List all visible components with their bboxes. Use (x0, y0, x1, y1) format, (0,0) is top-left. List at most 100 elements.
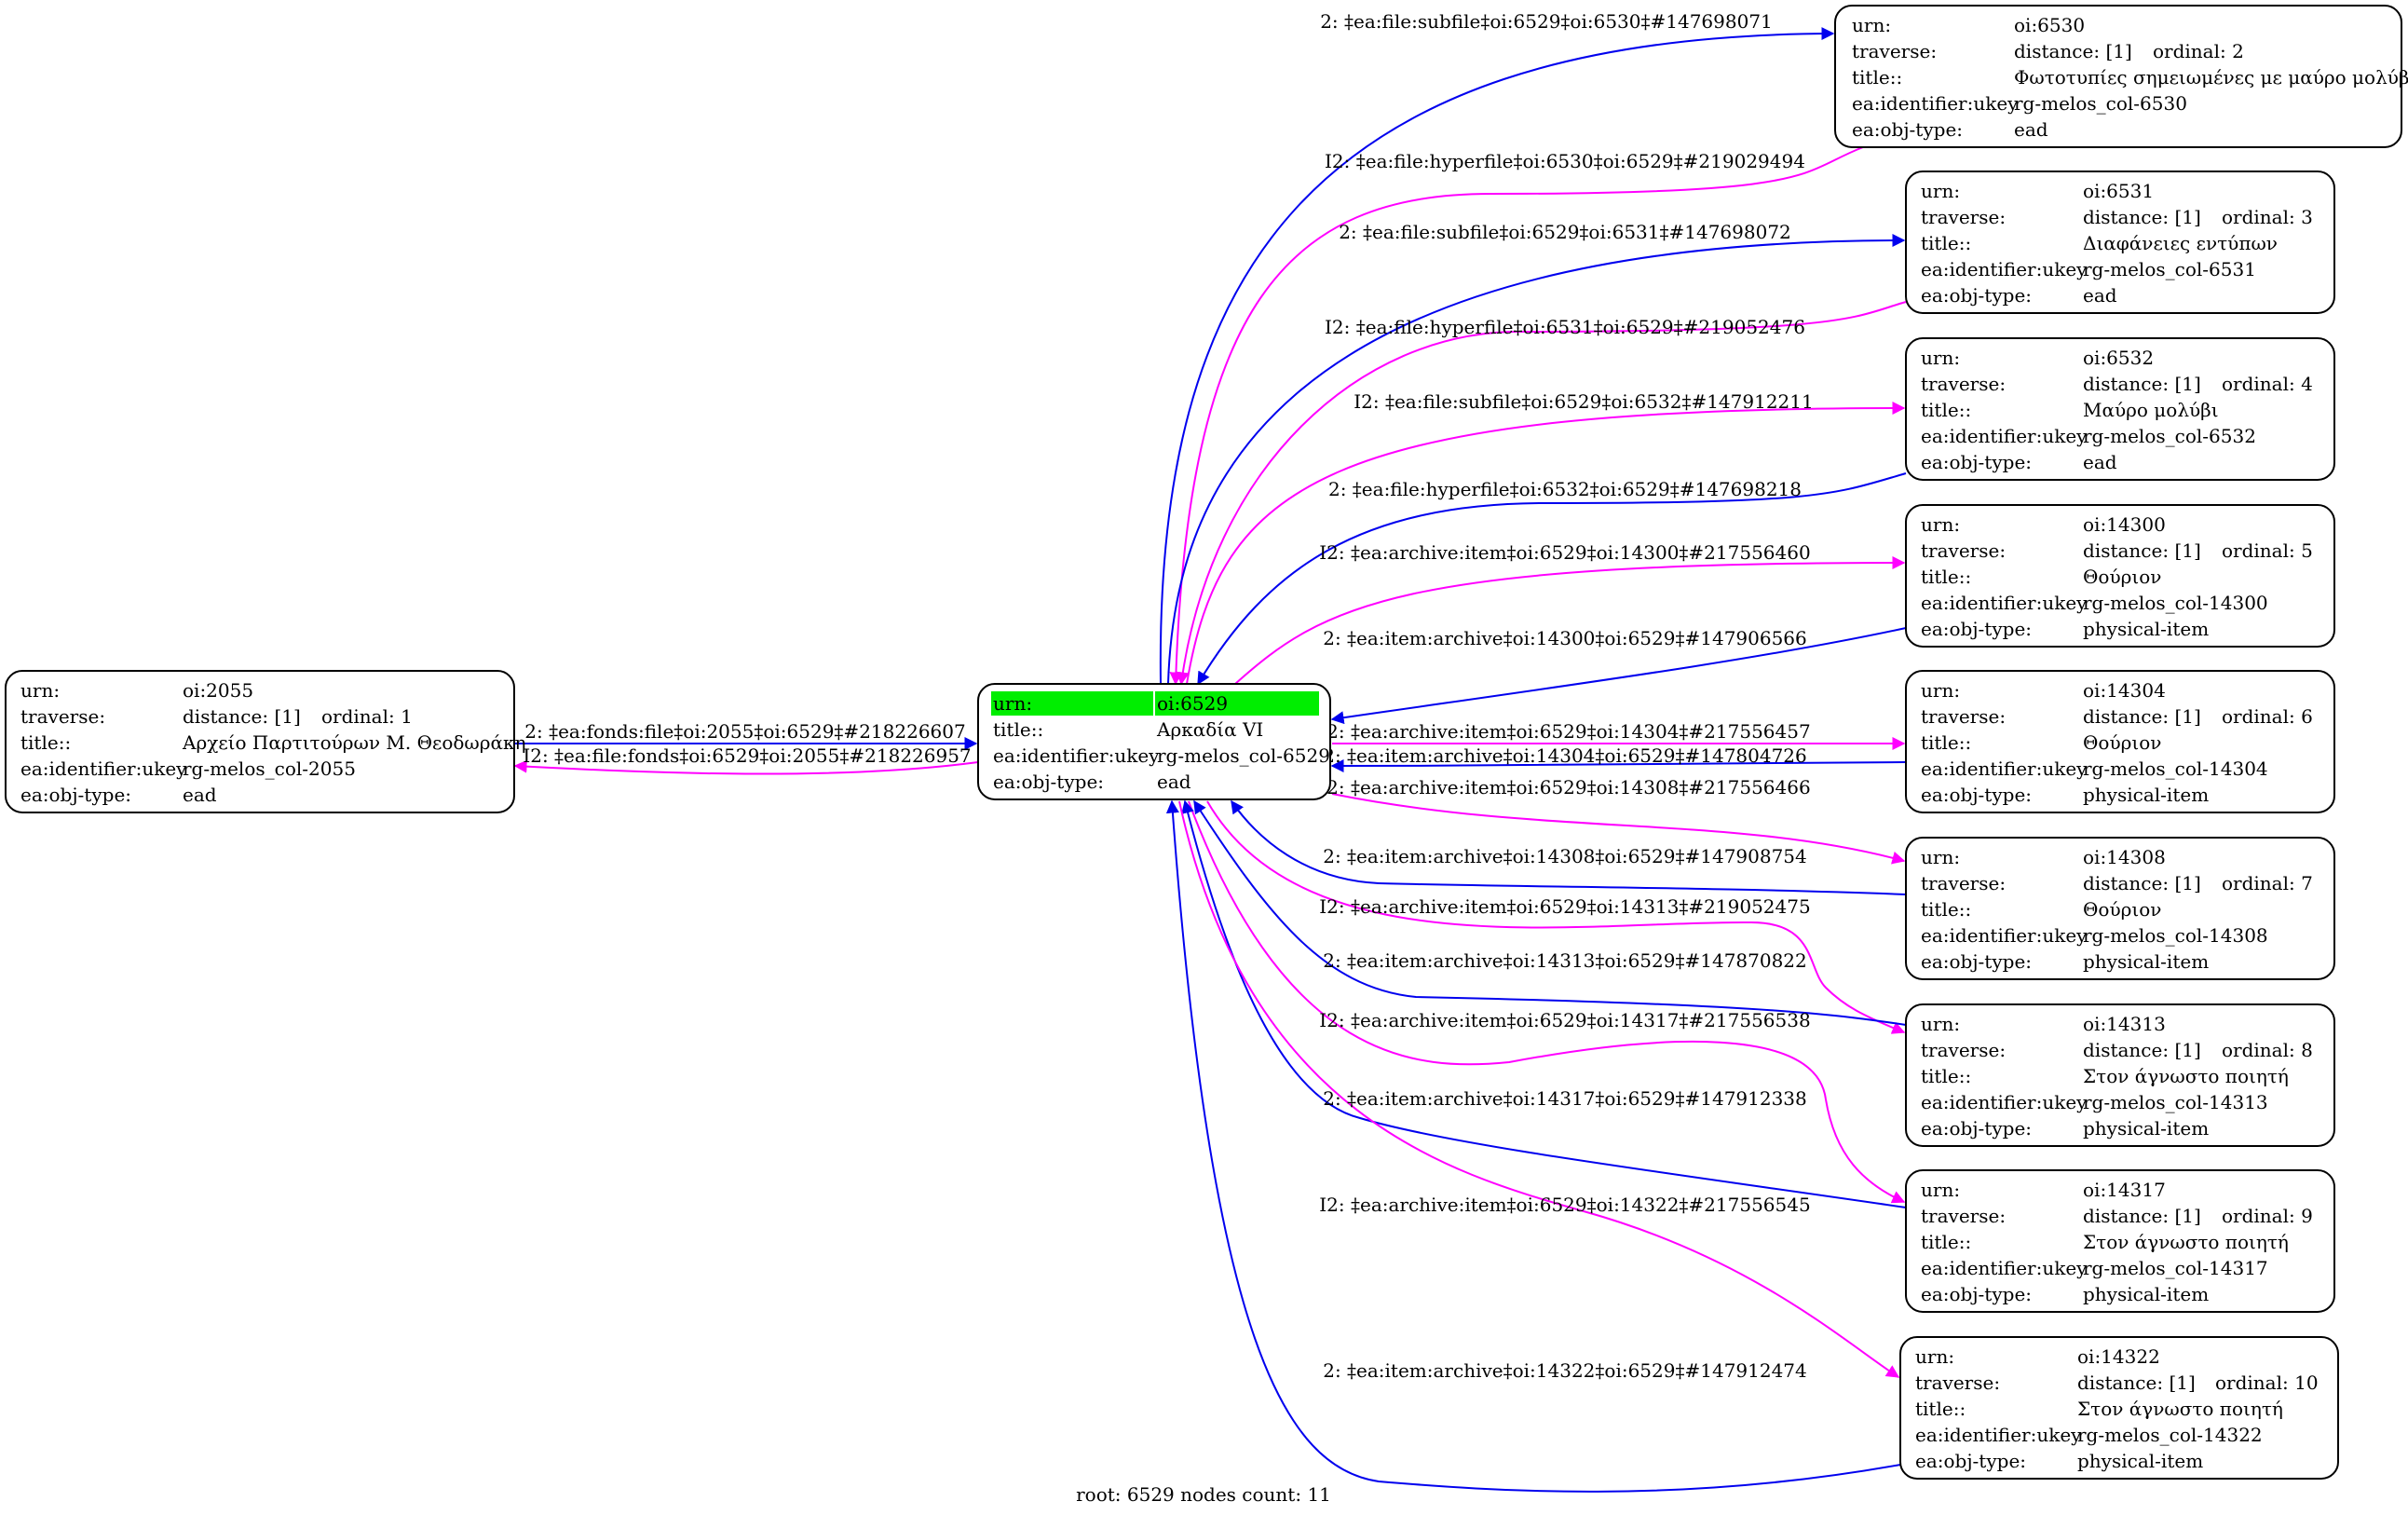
node-field-value: Θούριον (2083, 566, 2161, 588)
node-field-key: title:: (1921, 731, 1971, 754)
node-field-key: ea:obj-type: (20, 784, 131, 806)
edge-label: I2: ‡ea:file:hyperfile‡oi:6530‡oi:6529‡#… (1325, 150, 1805, 172)
node-field-key: title:: (1921, 566, 1971, 588)
node-field-ordinal: ordinal: 2 (2153, 40, 2244, 62)
node-field-value: rg-melos_col-6529 (1157, 744, 1330, 767)
node-box (1905, 171, 2335, 314)
node-field-key: ea:obj-type: (993, 771, 1104, 793)
node-field-value: ead (183, 784, 217, 806)
node-field-key: ea:identifier:ukey (1921, 758, 2088, 780)
edge-e3 (1159, 27, 1835, 685)
node-field-value: oi:2055 (183, 679, 253, 702)
node-field-key: ea:identifier:ukey (1852, 92, 2019, 115)
node-field-value: distance: [1] (2083, 1205, 2201, 1227)
edge-e17 (1188, 800, 1906, 1204)
node-field-key: urn: (1921, 180, 1960, 202)
node-field-key: urn: (1921, 513, 1960, 536)
node-field-key: ea:identifier:ukey (1921, 425, 2088, 447)
node-field-key: ea:obj-type: (1921, 784, 2032, 806)
edge-e10 (1330, 627, 1907, 725)
edge-e12 (1330, 758, 1907, 772)
node-box (1905, 1169, 2335, 1313)
node-field-ordinal: ordinal: 1 (321, 705, 413, 728)
edge-label: I2: ‡ea:file:hyperfile‡oi:6531‡oi:6529‡#… (1325, 316, 1805, 338)
node-box (1834, 5, 2402, 148)
edge-e6 (1176, 301, 1907, 686)
edge-label: 2: ‡ea:file:subfile‡oi:6529‡oi:6531‡#147… (1339, 221, 1791, 243)
node-field-key: ea:obj-type: (1852, 118, 1963, 141)
node-field-key: ea:obj-type: (1921, 451, 2032, 473)
node-field-key: title:: (20, 731, 71, 754)
node-field-value: oi:6530 (2014, 14, 2085, 36)
node-field-value: Αρχείο Παρτιτούρων Μ. Θεοδωράκη (182, 731, 525, 754)
node-field-value: rg-melos_col-14317 (2083, 1257, 2268, 1279)
edge-label: I2: ‡ea:archive:item‡oi:6529‡oi:14322‡#2… (1319, 1194, 1810, 1216)
edge-label: 2: ‡ea:item:archive‡oi:14300‡oi:6529‡#14… (1323, 627, 1807, 649)
node-field-value: distance: [1] (2014, 40, 2132, 62)
edge-e5 (1167, 234, 1906, 685)
node-field-key: ea:obj-type: (1921, 618, 2032, 640)
edges-layer (513, 27, 1907, 1493)
node-field-key: urn: (20, 679, 60, 702)
node-field-key: urn: (1921, 846, 1960, 868)
node-field-ordinal: ordinal: 8 (2222, 1039, 2313, 1061)
node-field-key: urn: (993, 692, 1032, 715)
node-field-key: urn: (1921, 1179, 1960, 1201)
node-field-value: distance: [1] (2083, 206, 2201, 228)
edge-labels-layer: 2: ‡ea:fonds:file‡oi:2055‡oi:6529‡#21822… (523, 10, 1813, 1382)
node-field-value: rg-melos_col-14322 (2077, 1424, 2263, 1446)
node-field-key: ea:identifier:ukey (20, 758, 187, 780)
node-field-value: distance: [1] (2083, 539, 2201, 562)
edge-label: 2: ‡ea:item:archive‡oi:14322‡oi:6529‡#14… (1323, 1359, 1807, 1382)
edge-label: 2: ‡ea:item:archive‡oi:14308‡oi:6529‡#14… (1323, 845, 1807, 867)
node-field-key: traverse: (1915, 1372, 2000, 1394)
node-field-key: ea:obj-type: (1921, 1283, 2032, 1305)
node-field-value: rg-melos_col-6531 (2083, 258, 2256, 280)
node-field-value: Στον άγνωστο ποιητή (2083, 1231, 2289, 1253)
node-field-value: physical-item (2083, 618, 2209, 640)
node-field-key: urn: (1921, 679, 1960, 702)
edge-label: I2: ‡ea:file:fonds‡oi:6529‡oi:2055‡#2182… (523, 744, 971, 767)
footer-summary: root: 6529 nodes count: 11 (1076, 1483, 1331, 1506)
node-box (1905, 337, 2335, 481)
node-field-value: rg-melos_col-6532 (2083, 425, 2256, 447)
node-field-key: ea:obj-type: (1921, 284, 2032, 307)
node-field-value: oi:6529 (1157, 692, 1228, 715)
edge-e4 (1169, 146, 1864, 686)
edge-label: 2: ‡ea:item:archive‡oi:14313‡oi:6529‡#14… (1323, 949, 1807, 972)
node-field-value: rg-melos_col-14300 (2083, 592, 2268, 614)
node-field-key: ea:identifier:ukey (1921, 1257, 2088, 1279)
nodes-layer: urn: oi:2055 traverse: distance: [1] ordinal… (5, 5, 2408, 1480)
edge-label: I2: ‡ea:archive:item‡oi:6529‡oi:14313‡#2… (1319, 895, 1810, 918)
node-field-value: physical-item (2077, 1450, 2203, 1472)
node-field-key: traverse: (20, 705, 105, 728)
node-field-value: rg-melos_col-6530 (2014, 92, 2187, 115)
node-field-key: traverse: (1921, 705, 2006, 728)
node-field-value: distance: [1] (2083, 705, 2201, 728)
node-field-key: title:: (1921, 1231, 1971, 1253)
node-field-value: physical-item (2083, 1117, 2209, 1140)
node-field-value: Στον άγνωστο ποιητή (2083, 1065, 2289, 1087)
edge-e9 (1234, 556, 1906, 685)
node-field-value: oi:14317 (2083, 1179, 2166, 1201)
node-field-ordinal: ordinal: 6 (2222, 705, 2313, 728)
node-field-value: distance: [1] (2083, 1039, 2201, 1061)
edge-label: I2: ‡ea:archive:item‡oi:6529‡oi:14308‡#2… (1319, 776, 1810, 798)
node-field-key: urn: (1852, 14, 1891, 36)
node-14304[interactable]: urn: oi:14304 traverse: distance: [1] ordina… (1905, 670, 2335, 813)
node-field-value: oi:14304 (2083, 679, 2166, 702)
node-field-value: oi:14322 (2077, 1345, 2160, 1368)
node-field-key: traverse: (1921, 872, 2006, 894)
node-field-value: oi:6531 (2083, 180, 2154, 202)
